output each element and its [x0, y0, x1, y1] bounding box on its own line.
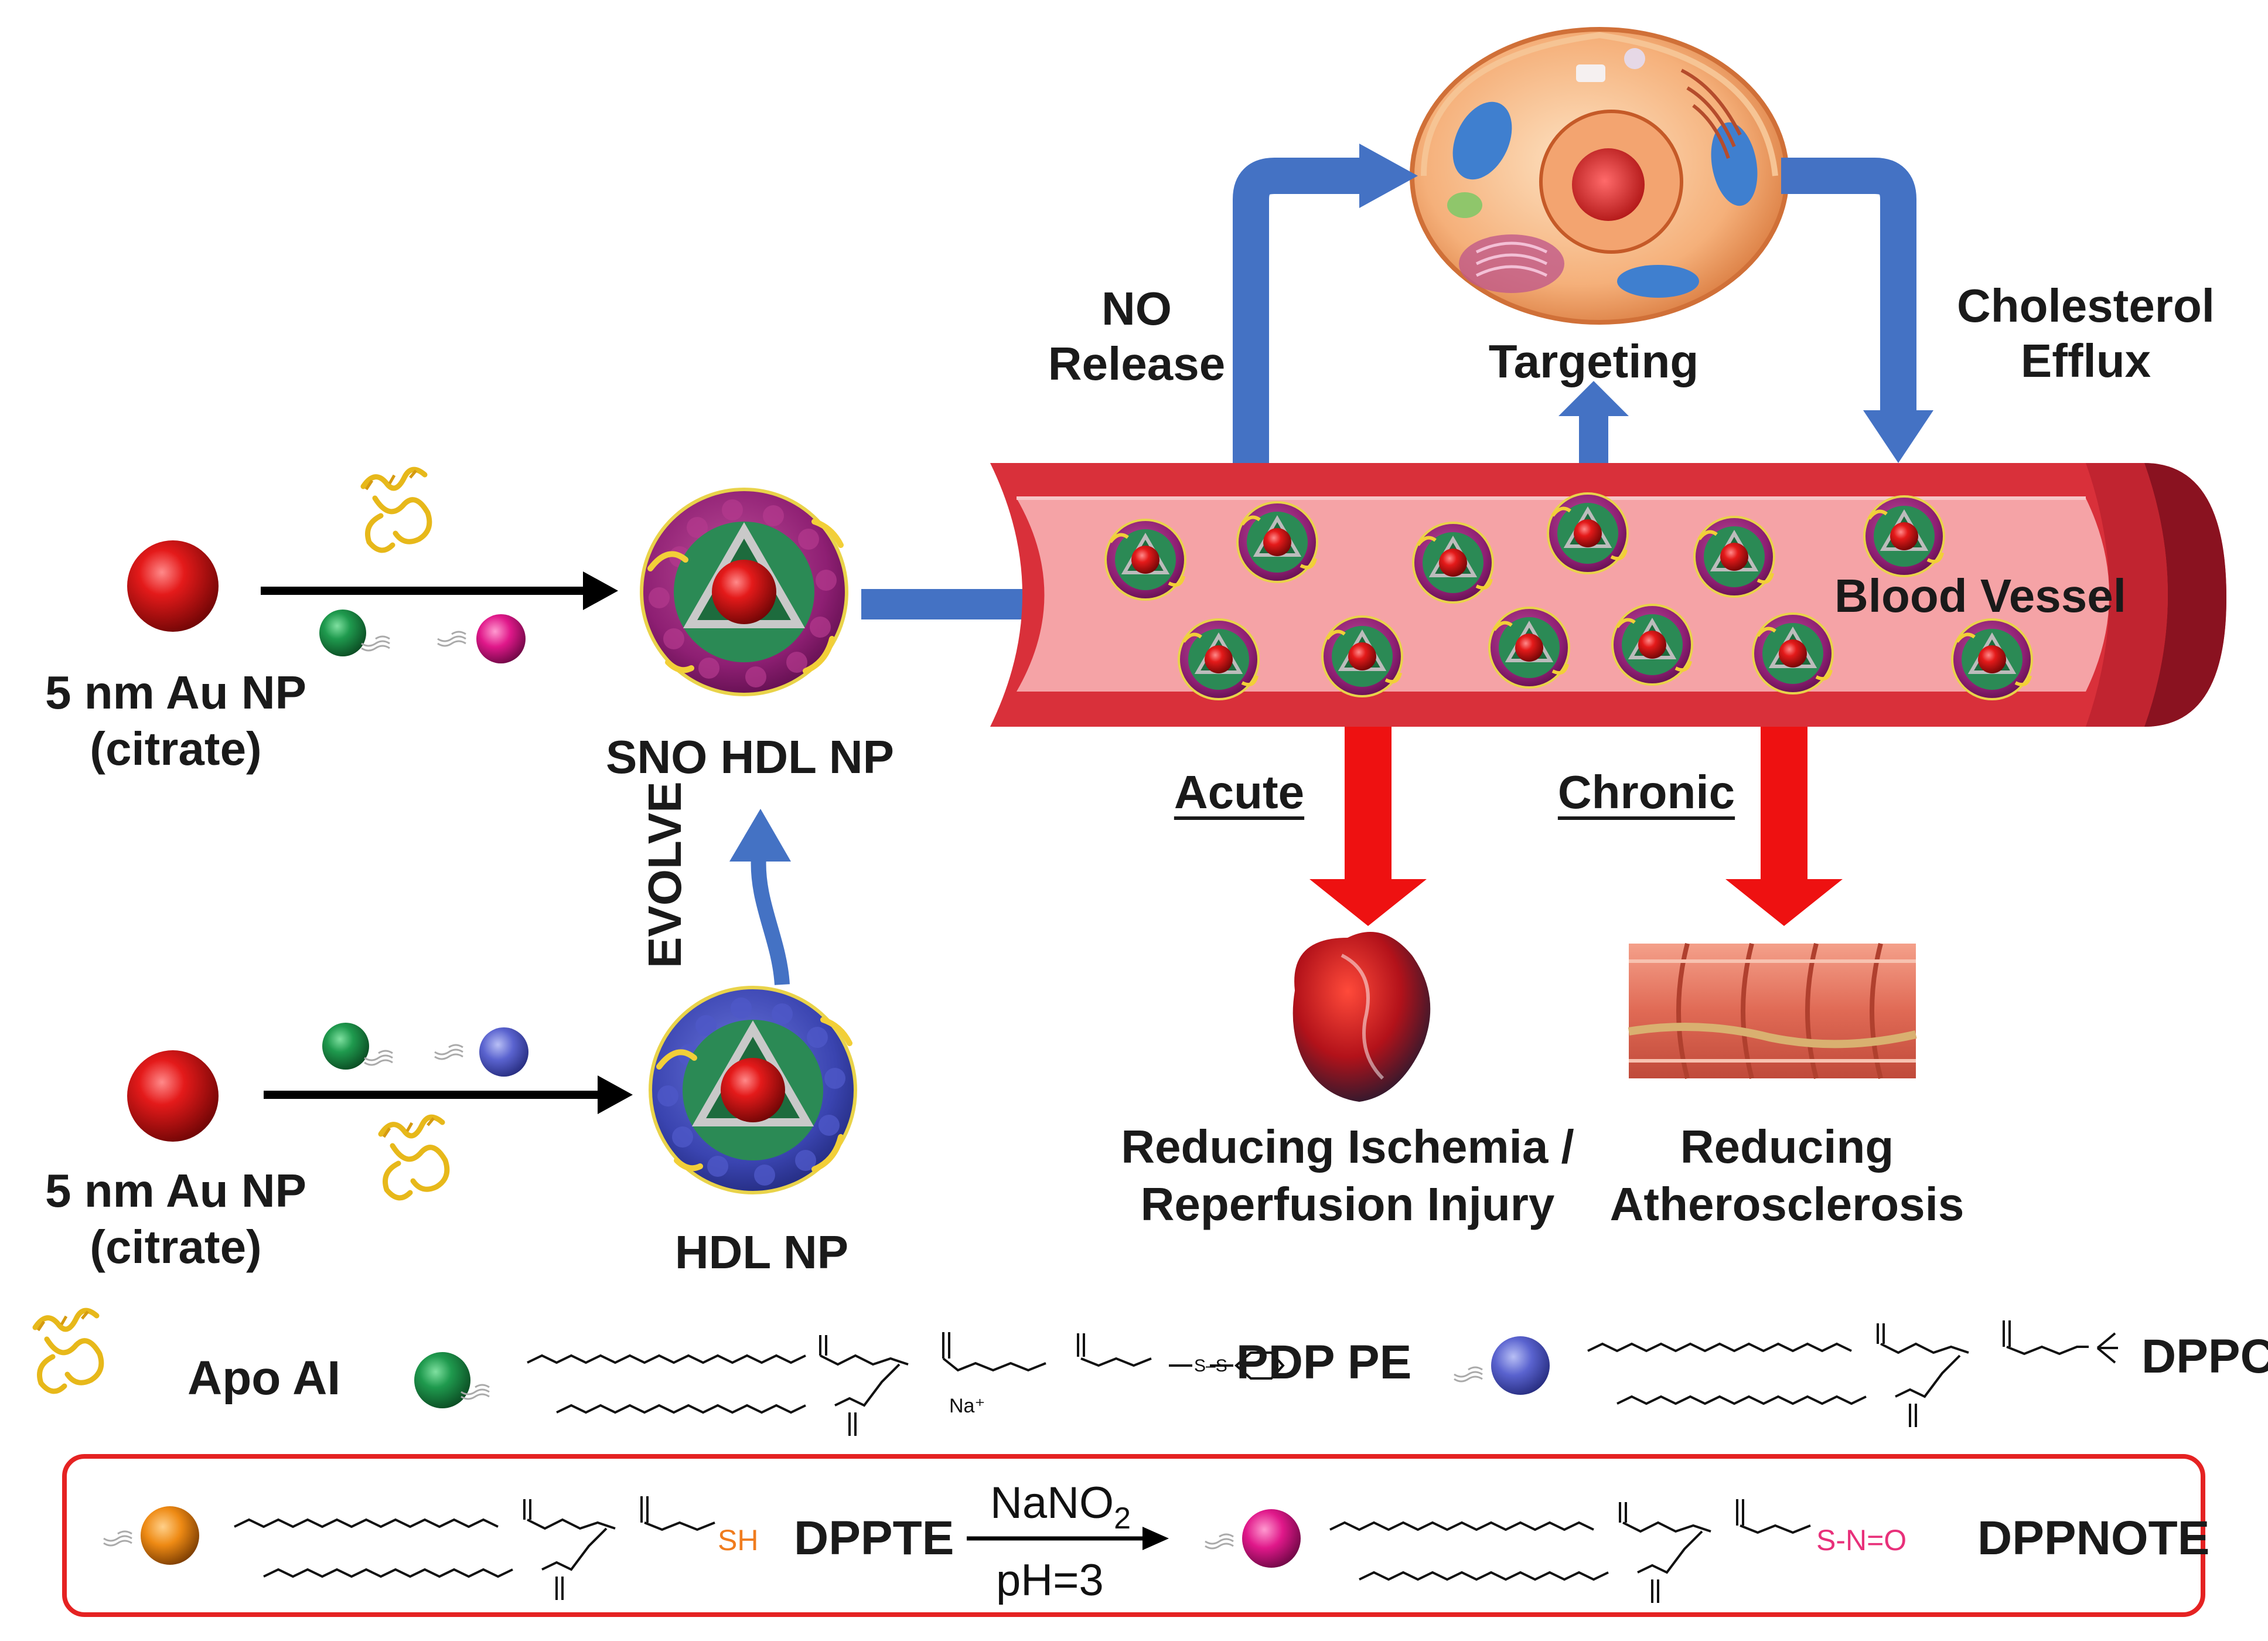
cell-icon [1410, 27, 1789, 325]
apo-ai-label: Apo AI [187, 1351, 341, 1405]
dppnote-structure [1329, 1499, 1811, 1603]
dppc-structure [1587, 1320, 2118, 1427]
blue-lipid-icon [1453, 1336, 1550, 1395]
na-plus-label: Na⁺ [949, 1395, 985, 1417]
acute-arrow [1309, 727, 1427, 926]
evolve-label: EVOLVE [639, 781, 691, 968]
chronic-label: Chronic [1557, 766, 1735, 818]
hdl-np-label: HDL NP [674, 1226, 849, 1278]
condition-label: pH=3 [996, 1555, 1104, 1605]
reagent-label: NaNO2 [990, 1478, 1131, 1536]
orange-lipid-icon [103, 1506, 199, 1565]
apo-protein-icon [363, 469, 429, 550]
reaction-box [62, 1454, 2205, 1617]
apo-protein-icon [35, 1310, 101, 1391]
acute-label: Acute [1174, 766, 1305, 818]
blood-vessel-label: Blood Vessel [1834, 570, 2126, 622]
atherosclerosis-label: Reducing Atherosclerosis [1609, 1121, 1965, 1230]
ischemia-label: Reducing Ischemia / Reperfusion Injury [1121, 1121, 1574, 1230]
apo-protein-icon [381, 1117, 447, 1198]
ss-label: S–S [1194, 1356, 1227, 1376]
cholesterol-efflux-label: Cholesterol Efflux [1956, 280, 2215, 387]
hdl-np-icon [649, 986, 857, 1194]
gold-np-bottom [127, 1050, 219, 1142]
sno-hdl-np-icon [640, 488, 848, 696]
au-np-bottom-label: 5 nm Au NP (citrate) [45, 1165, 306, 1273]
sno-label: S-N=O [1816, 1524, 1907, 1557]
blue-lipid-icon [434, 1027, 528, 1077]
targeting-label: Targeting [1488, 335, 1699, 387]
cholesterol-efflux-arrow [1781, 158, 1933, 463]
synthesis-arrow-bottom [264, 1075, 633, 1114]
pink-lipid-icon [436, 614, 526, 663]
gold-np-top [127, 540, 219, 632]
evolve-arrow [729, 809, 791, 985]
dppte-label: DPPTE [794, 1511, 954, 1565]
no-release-label: NO Release [1048, 282, 1226, 390]
targeting-arrow [1558, 381, 1629, 463]
pink-lipid-icon [1204, 1509, 1301, 1568]
dppte-structure [234, 1496, 715, 1600]
heart-icon [1292, 932, 1431, 1102]
dppc-label: DPPC [2141, 1330, 2268, 1383]
artery-icon [1628, 942, 1917, 1080]
synthesis-arrow-top [261, 571, 618, 610]
pdp-pe-structure [527, 1332, 1285, 1436]
dppnote-label: DPPNOTE [1977, 1511, 2210, 1565]
chronic-arrow [1725, 727, 1843, 926]
green-lipid-icon [322, 1023, 394, 1070]
no-release-arrow [1233, 144, 1418, 463]
green-lipid-icon [319, 610, 391, 656]
green-lipid-icon [414, 1352, 490, 1408]
au-np-top-label: 5 nm Au NP (citrate) [45, 666, 306, 775]
reaction-arrow [967, 1527, 1169, 1550]
sh-label: SH [718, 1524, 758, 1557]
pdp-pe-label: PDP PE [1236, 1336, 1412, 1389]
sno-hdl-np-label: SNO HDL NP [606, 731, 894, 783]
